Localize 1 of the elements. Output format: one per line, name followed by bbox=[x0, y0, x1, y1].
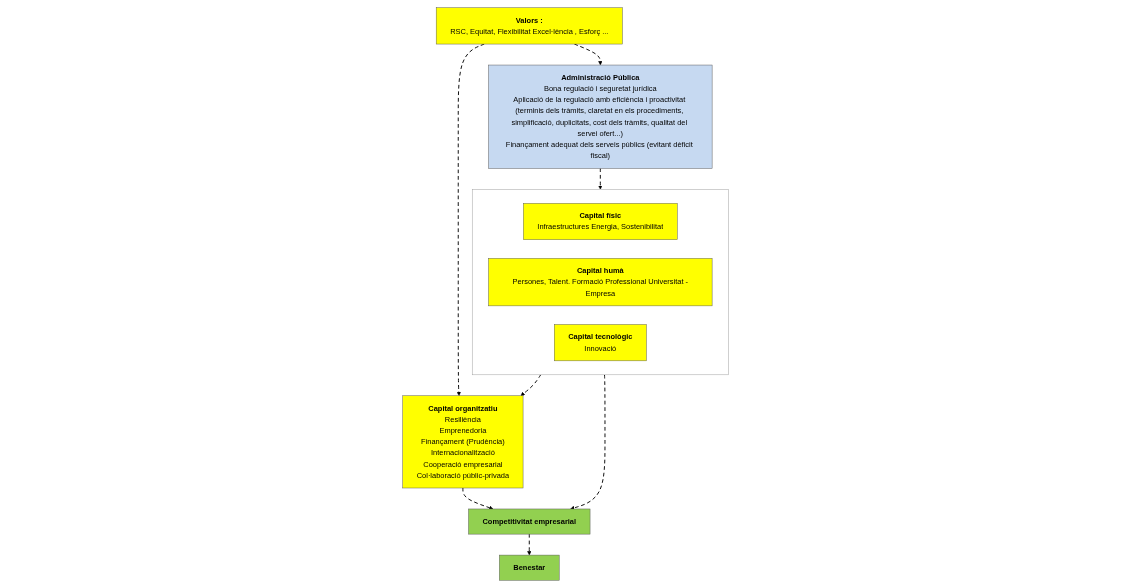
cluster bbox=[472, 188, 730, 375]
